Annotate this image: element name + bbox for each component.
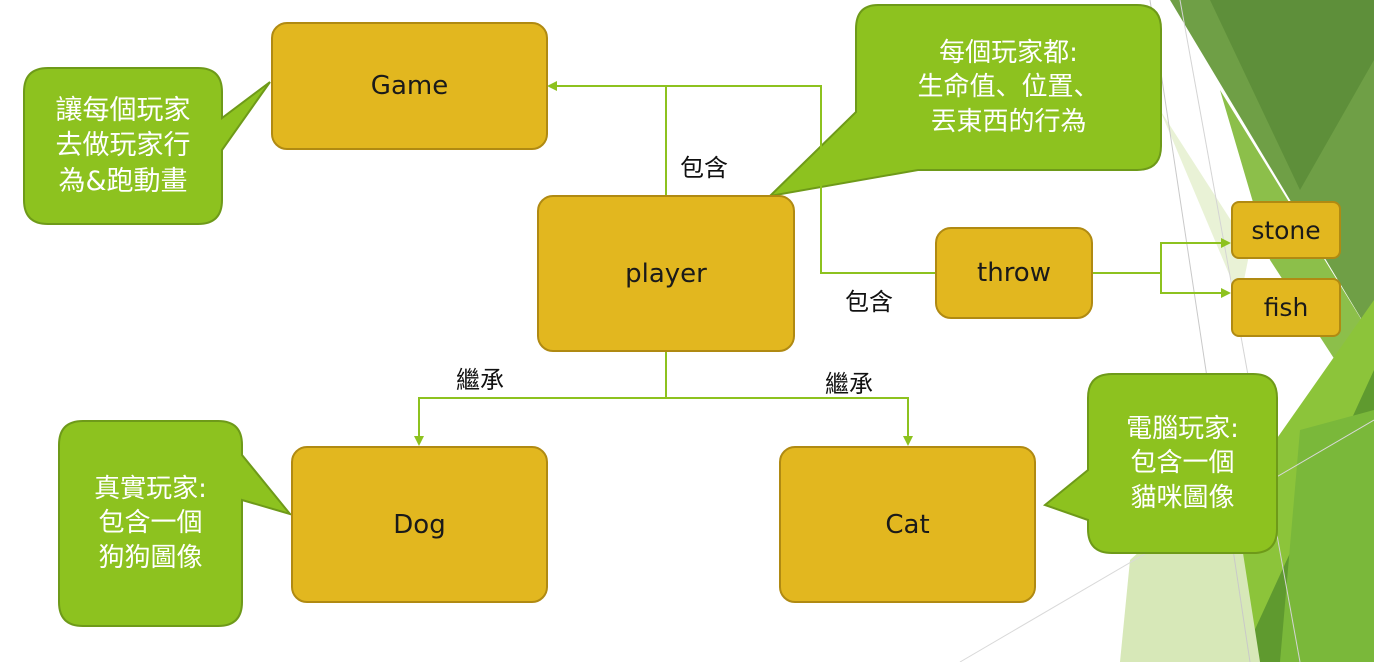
callout-cat-line-2: 包含一個 [1130,448,1235,479]
connector-player-dog [414,352,667,446]
callout-player-line-3: 丟東西的行為 [930,106,1087,137]
connector-throw-fish [1160,273,1231,298]
edge-label-player-dog: 繼承 [456,366,504,394]
callout-cat-bubble [1042,373,1278,554]
callout-dog-line-1: 真實玩家: [94,474,207,505]
callout-player-line-2: 生命值、位置、 [917,72,1100,103]
edge-label-player-throw: 包含 [845,288,893,316]
node-dog: Dog [291,446,548,603]
node-cat: Cat [779,446,1036,603]
callout-game-line-2: 去做玩家行 [55,130,191,162]
callout-player-bubble [766,4,1162,198]
callout-dog-line-2: 包含一個 [98,508,203,539]
callout-game-line-3: 為&跑動畫 [58,165,188,197]
callout-player-line-1: 每個玩家都: [939,38,1078,69]
edge-label-player-cat: 繼承 [825,370,873,398]
callout-dog: 真實玩家: 包含一個 狗狗圖像 [59,421,242,626]
callout-game: 讓每個玩家 去做玩家行 為&跑動畫 [24,68,222,224]
callout-player: 每個玩家都: 生命值、位置、 丟東西的行為 [856,5,1161,170]
connector-game-throw [666,85,935,274]
node-stone: stone [1231,201,1341,259]
node-throw: throw [935,227,1093,319]
callout-cat-line-3: 貓咪圖像 [1130,482,1235,513]
callout-cat-line-1: 電腦玩家: [1126,414,1239,445]
deco-facet-2 [1210,0,1374,190]
connector-player-game [547,81,667,195]
connector-throw-stone [1093,238,1231,274]
node-player: player [537,195,795,352]
connector-player-cat [666,397,913,446]
callout-game-line-1: 讓每個玩家 [55,94,191,126]
callout-dog-bubble [58,420,293,627]
edge-label-player-game: 包含 [680,154,728,182]
callout-cat: 電腦玩家: 包含一個 貓咪圖像 [1088,374,1277,553]
callout-dog-line-3: 狗狗圖像 [98,542,203,573]
node-game: Game [271,22,548,150]
callout-game-bubble [23,67,271,225]
deco-facet-6 [1280,410,1374,662]
deco-facet-8 [1160,110,1250,300]
node-fish: fish [1231,278,1341,337]
